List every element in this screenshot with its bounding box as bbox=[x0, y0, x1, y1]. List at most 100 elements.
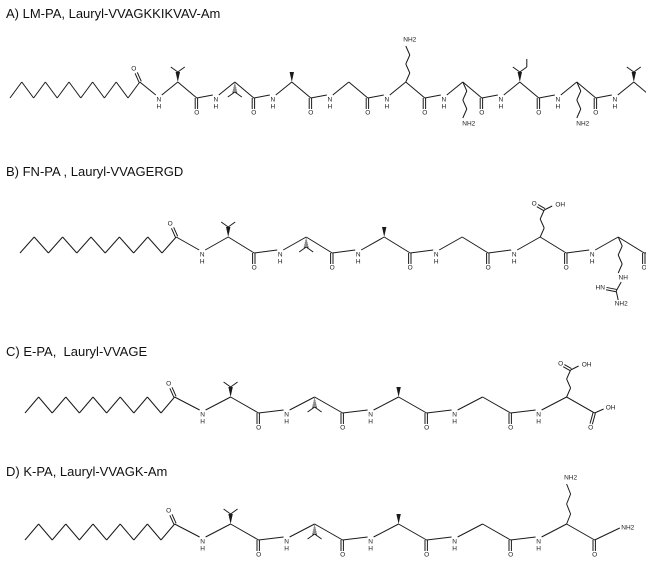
panel-d-title: D) K-PA, Lauryl-VVAGK-Am bbox=[6, 464, 168, 479]
carboxyl-double-bond bbox=[537, 204, 546, 210]
backbone-bond bbox=[510, 409, 536, 414]
valine-methyl-bond bbox=[170, 66, 179, 73]
backbone-bond bbox=[342, 536, 368, 541]
carboxyl-double-bond bbox=[564, 364, 572, 370]
backbone-bond bbox=[405, 81, 426, 99]
lauryl-chain-bond bbox=[160, 396, 175, 414]
backbone-bond bbox=[314, 523, 343, 541]
backbone-bond bbox=[594, 236, 619, 251]
guanidine-imine-label: HN bbox=[596, 285, 606, 292]
lysine-side-chain-bond bbox=[405, 54, 411, 65]
nitrogen-label: N bbox=[278, 252, 283, 259]
lauryl-chain-bond bbox=[68, 81, 82, 99]
valine-side-chain-bond bbox=[228, 387, 233, 397]
amide-h-label: H bbox=[434, 259, 439, 266]
carboxyl-bond bbox=[543, 205, 553, 211]
nitrogen-label: N bbox=[284, 539, 289, 546]
amide-h-label: H bbox=[200, 546, 205, 553]
backbone-bond bbox=[566, 249, 590, 254]
carbonyl-double-bond bbox=[171, 387, 177, 397]
amide-h-label: H bbox=[441, 104, 446, 111]
panel-a-title: A) LM-PA, Lauryl-VVAGKKIKVAV-Am bbox=[6, 6, 221, 21]
backbone-bond bbox=[519, 81, 540, 99]
backbone-bond bbox=[446, 81, 464, 96]
backbone-bond bbox=[253, 94, 270, 99]
backbone-bond bbox=[541, 523, 567, 538]
valine-methyl-bond bbox=[223, 381, 231, 388]
lauryl-chain-bond bbox=[79, 523, 94, 541]
lysine-side-chain-bond bbox=[566, 503, 572, 515]
nitrogen-label: N bbox=[356, 252, 361, 259]
valine-methyl-bond bbox=[220, 221, 229, 228]
valine-side-chain-bond bbox=[228, 514, 233, 524]
lauryl-chain-bond bbox=[65, 523, 80, 541]
amide-h-label: H bbox=[512, 259, 517, 266]
lysine-side-chain-bond bbox=[576, 90, 582, 101]
oxygen-label: O bbox=[536, 110, 541, 117]
nitrogen-label: N bbox=[498, 97, 503, 104]
amide-h-label: H bbox=[452, 546, 457, 553]
amide-h-label: H bbox=[368, 546, 373, 553]
nitrogen-label: N bbox=[284, 412, 289, 419]
valine-methyl-bond bbox=[227, 91, 236, 98]
lysine-amine-label: NH2 bbox=[576, 121, 589, 128]
lysine-side-chain-bond bbox=[405, 63, 411, 74]
backbone-bond bbox=[367, 94, 384, 99]
lysine-side-chain-bond bbox=[462, 108, 468, 119]
valine-side-chain-bond bbox=[303, 238, 309, 248]
alanine-methyl-bond bbox=[396, 514, 401, 524]
glutamate-side-chain-bond bbox=[539, 218, 545, 229]
oxygen-label: O bbox=[479, 110, 484, 117]
alanine-methyl-bond bbox=[289, 72, 294, 82]
nitrogen-label: N bbox=[512, 252, 517, 259]
terminal-amide-bond bbox=[594, 527, 621, 541]
nitrogen-label: N bbox=[368, 412, 373, 419]
alanine-methyl-bond bbox=[396, 387, 401, 397]
lauryl-chain-bond bbox=[9, 81, 23, 99]
backbone-bond bbox=[633, 81, 646, 93]
oxygen-label: O bbox=[424, 425, 429, 432]
oxygen-label: O bbox=[564, 265, 569, 272]
amide-h-label: H bbox=[368, 419, 373, 426]
nitrogen-label: N bbox=[590, 252, 595, 259]
lysine-amine-label: NH2 bbox=[403, 37, 416, 44]
nitrogen-label: N bbox=[536, 539, 541, 546]
lauryl-chain-bond bbox=[133, 523, 148, 541]
backbone-bond bbox=[503, 81, 521, 96]
nitrogen-label: N bbox=[384, 97, 389, 104]
lauryl-chain-bond bbox=[119, 236, 134, 254]
amide-h-label: H bbox=[498, 104, 503, 111]
lauryl-chain-bond bbox=[80, 81, 94, 99]
oxygen-label: O bbox=[486, 265, 491, 272]
nitrogen-label: N bbox=[200, 412, 205, 419]
oxygen-label: O bbox=[166, 381, 171, 388]
arginine-side-chain-bond bbox=[617, 254, 623, 265]
backbone-bond bbox=[332, 249, 356, 254]
backbone-bond bbox=[373, 396, 399, 411]
glutamate-side-chain-bond bbox=[539, 209, 545, 220]
backbone-bond bbox=[410, 249, 434, 254]
oxygen-label: O bbox=[340, 552, 345, 559]
oxygen-label: O bbox=[532, 201, 537, 208]
carbonyl-double-bond bbox=[171, 228, 176, 238]
backbone-bond bbox=[398, 396, 427, 414]
arginine-side-chain-bond bbox=[617, 263, 623, 274]
backbone-bond bbox=[291, 81, 312, 99]
valine-methyl-bond bbox=[314, 533, 322, 540]
backbone-bond bbox=[310, 94, 327, 99]
backbone-bond bbox=[139, 81, 157, 96]
backbone-bond bbox=[438, 236, 463, 251]
carboxyl-bond bbox=[570, 365, 579, 371]
backbone-bond bbox=[175, 236, 200, 251]
lauryl-chain-bond bbox=[19, 236, 35, 254]
valine-methyl-bond bbox=[633, 66, 642, 73]
carbonyl-double-bond bbox=[589, 412, 594, 424]
amide-h-label: H bbox=[612, 104, 617, 111]
backbone-bond bbox=[161, 81, 179, 96]
backbone-bond bbox=[227, 236, 255, 254]
carbonyl-double-bond bbox=[136, 72, 142, 82]
alanine-methyl-bond bbox=[382, 227, 387, 237]
lauryl-chain-bond bbox=[33, 81, 46, 99]
valine-side-chain-bond bbox=[312, 525, 317, 535]
lysine-side-chain-bond bbox=[462, 99, 468, 110]
